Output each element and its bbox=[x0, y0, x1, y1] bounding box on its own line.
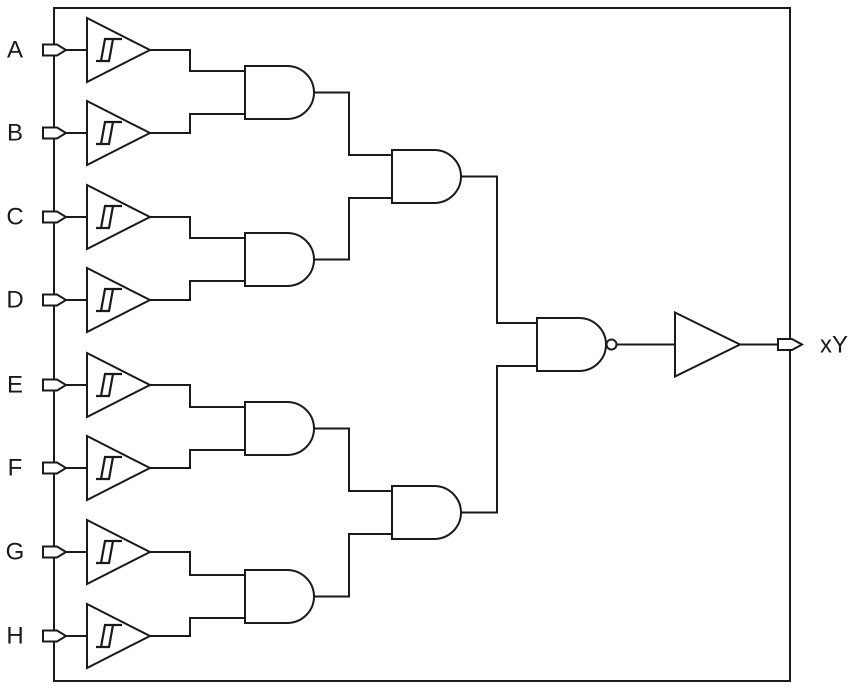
schmitt-buffer-d bbox=[86, 266, 153, 334]
input-label-d: D bbox=[6, 287, 23, 314]
and-gate-ef bbox=[244, 401, 315, 456]
wire-c-to-and-cd bbox=[150, 216, 245, 239]
schmitt-buffer-h bbox=[86, 602, 153, 670]
nand-gate-body bbox=[536, 317, 607, 372]
hysteresis-icon bbox=[96, 37, 122, 63]
and-gate-cd bbox=[244, 232, 315, 287]
wire-b-to-and-ab bbox=[150, 113, 245, 134]
and-gate-efgh bbox=[391, 485, 462, 540]
nand-gate-final bbox=[536, 317, 618, 372]
hysteresis-icon bbox=[96, 287, 122, 313]
input-row-g: G bbox=[6, 518, 245, 586]
inversion-bubble-icon bbox=[605, 338, 618, 351]
input-row-c: C bbox=[6, 183, 245, 251]
wire-e-to-and-ef bbox=[150, 384, 245, 408]
wire-andab-to-andabcd bbox=[314, 91, 392, 156]
input-pin-f bbox=[42, 461, 68, 475]
input-pin-a bbox=[42, 43, 68, 57]
input-row-a: A bbox=[7, 16, 245, 84]
schmitt-buffer-f bbox=[86, 434, 153, 502]
wire-g-to-and-gh bbox=[150, 551, 245, 576]
wire-h-to-and-gh bbox=[150, 617, 245, 637]
input-pin-c bbox=[42, 210, 68, 224]
wire-f-to-and-ef bbox=[150, 449, 245, 469]
wire-andcd-to-andabcd bbox=[314, 197, 392, 261]
input-row-b: B bbox=[7, 99, 245, 167]
wire-andabcd-to-nand bbox=[461, 175, 537, 324]
wire-andef-to-andefgh bbox=[314, 427, 392, 492]
output-label: xY bbox=[820, 332, 848, 359]
input-row-d: D bbox=[6, 266, 245, 334]
input-row-f: F bbox=[8, 434, 245, 502]
wire-a-to-and-ab bbox=[150, 49, 245, 72]
hysteresis-icon bbox=[96, 204, 122, 230]
input-pin-h bbox=[42, 629, 68, 643]
output-buffer bbox=[674, 310, 743, 379]
wire-andefgh-to-nand bbox=[461, 365, 537, 514]
output-pin bbox=[777, 338, 805, 351]
schmitt-buffer-b bbox=[86, 99, 153, 167]
input-label-c: C bbox=[6, 204, 23, 231]
and-gate-ab bbox=[244, 65, 315, 120]
input-pin-b bbox=[42, 126, 68, 140]
schmitt-buffer-g bbox=[86, 518, 153, 586]
schmitt-buffer-a bbox=[86, 16, 153, 84]
hysteresis-icon bbox=[96, 372, 122, 398]
and-gate-gh bbox=[244, 569, 315, 624]
hysteresis-icon bbox=[96, 455, 122, 481]
input-label-f: F bbox=[8, 455, 23, 482]
input-label-e: E bbox=[7, 372, 23, 399]
input-row-h: H bbox=[6, 602, 245, 670]
wire-d-to-and-cd bbox=[150, 280, 245, 301]
input-label-g: G bbox=[6, 539, 25, 566]
hysteresis-icon bbox=[96, 120, 122, 146]
input-label-a: A bbox=[7, 37, 23, 64]
schmitt-buffer-e bbox=[86, 351, 153, 419]
hysteresis-icon bbox=[96, 539, 122, 565]
wire-andgh-to-andefgh bbox=[314, 533, 392, 598]
input-pin-d bbox=[42, 293, 68, 307]
and-gate-abcd bbox=[391, 149, 462, 204]
schmitt-buffer-c bbox=[86, 183, 153, 251]
hysteresis-icon bbox=[96, 623, 122, 649]
input-pin-g bbox=[42, 545, 68, 559]
input-label-b: B bbox=[7, 120, 23, 147]
input-pin-e bbox=[42, 378, 68, 392]
input-label-h: H bbox=[6, 623, 23, 650]
input-row-e: E bbox=[7, 351, 245, 419]
